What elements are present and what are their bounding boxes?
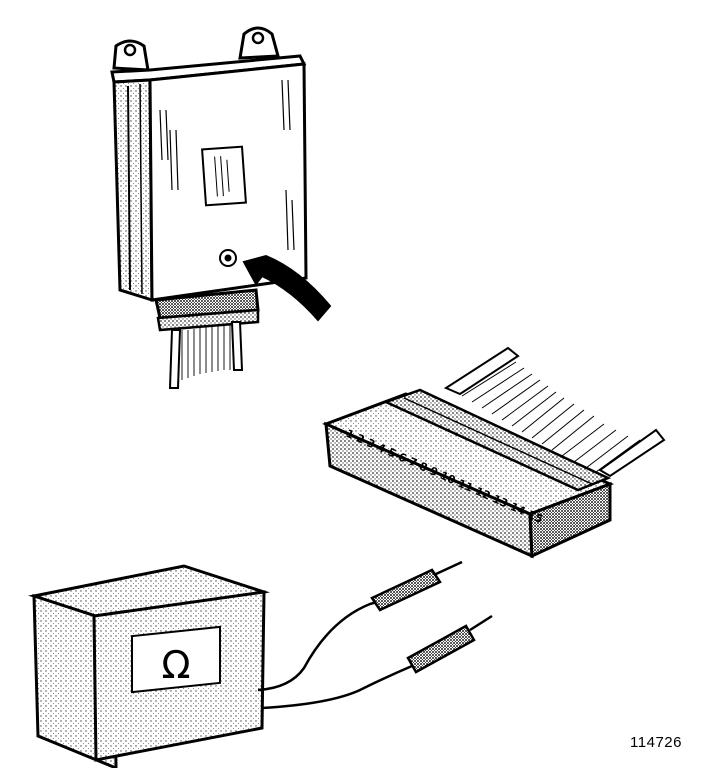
- ohmmeter: Ω: [28, 560, 493, 768]
- figure-reference-number: 114726: [630, 734, 682, 751]
- ohm-symbol: Ω: [161, 643, 190, 687]
- test-probe-upper: [370, 560, 463, 612]
- test-point: [219, 249, 237, 267]
- mounting-lug-left: [112, 39, 150, 72]
- case-label-plate: [201, 145, 247, 207]
- test-leads: [257, 596, 413, 710]
- test-probe-lower: [406, 614, 493, 674]
- arrow-pointer-icon: [242, 254, 332, 322]
- control-unit: [110, 26, 332, 389]
- ribbon-cable: [168, 321, 244, 389]
- connector-block: 1 2 3 4 5 6 7 8 9 10 11 12 13 14 15: [322, 346, 666, 559]
- connector-wires: [443, 346, 666, 478]
- ohmmeter-display: Ω: [131, 625, 221, 694]
- case-label-marks: [159, 79, 295, 251]
- mounting-lug-right: [238, 26, 280, 60]
